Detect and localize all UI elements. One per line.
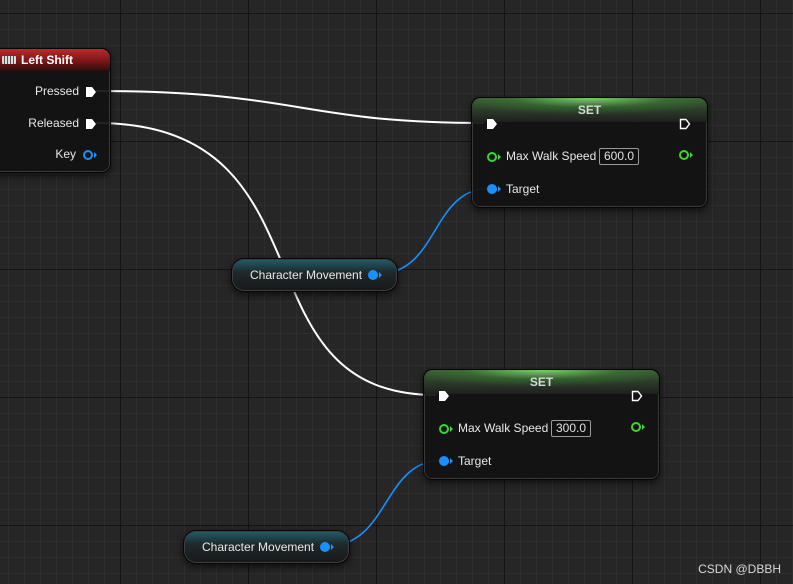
max-walk-speed-value-input[interactable]: 300.0 xyxy=(551,420,592,437)
set-max-walk-speed-node-600[interactable]: SET Max Walk Speed 600.0 Target xyxy=(471,97,708,208)
set-exec-output-pin[interactable] xyxy=(631,390,643,402)
pressed-pin-label: Pressed xyxy=(34,84,79,98)
target-pin-arrow xyxy=(450,458,453,464)
character-movement-pin-arrow xyxy=(379,272,382,278)
set-exec-input-pin[interactable] xyxy=(438,390,450,402)
max-walk-speed-input-pin[interactable] xyxy=(487,152,497,162)
target-label: Target xyxy=(458,454,492,468)
set-node-header[interactable]: SET xyxy=(472,98,707,122)
released-exec-pin[interactable] xyxy=(85,118,97,130)
key-pin-label: Key xyxy=(55,147,76,161)
set-exec-output-pin[interactable] xyxy=(679,118,691,130)
character-movement-variable-node[interactable]: Character Movement xyxy=(231,258,398,292)
character-movement-output-pin[interactable] xyxy=(368,270,378,280)
left-shift-event-node[interactable]: Left Shift Pressed Released Key xyxy=(0,48,111,173)
key-pin-arrow xyxy=(94,152,97,158)
event-node-title: Left Shift xyxy=(21,53,73,67)
max-walk-speed-output-pin[interactable] xyxy=(679,150,689,160)
max-walk-speed-input-pin[interactable] xyxy=(439,424,449,434)
max-walk-speed-pin-arrow xyxy=(450,426,453,432)
max-walk-speed-output-arrow xyxy=(642,424,645,430)
character-movement-variable-node[interactable]: Character Movement xyxy=(183,530,350,564)
key-output-pin[interactable] xyxy=(83,150,93,160)
set-node-title: SET xyxy=(577,103,602,117)
max-walk-speed-label: Max Walk Speed xyxy=(506,149,597,163)
keyboard-icon xyxy=(2,56,16,64)
character-movement-pin-arrow xyxy=(331,544,334,550)
max-walk-speed-output-pin[interactable] xyxy=(631,422,641,432)
character-movement-output-pin[interactable] xyxy=(320,542,330,552)
character-movement-label: Character Movement xyxy=(250,268,363,282)
character-movement-label: Character Movement xyxy=(202,540,315,554)
max-walk-speed-pin-arrow xyxy=(498,154,501,160)
set-max-walk-speed-node-300[interactable]: SET Max Walk Speed 300.0 Target xyxy=(423,369,660,480)
set-node-title: SET xyxy=(529,375,554,389)
set-exec-input-pin[interactable] xyxy=(486,118,498,130)
target-label: Target xyxy=(506,182,540,196)
max-walk-speed-output-arrow xyxy=(690,152,693,158)
watermark: CSDN @DBBH xyxy=(698,562,781,576)
released-pin-label: Released xyxy=(28,116,79,130)
pressed-exec-pin[interactable] xyxy=(85,86,97,98)
exec-wire-pressed-to-set xyxy=(95,90,485,124)
max-walk-speed-label: Max Walk Speed xyxy=(458,421,549,435)
event-node-header[interactable]: Left Shift xyxy=(0,49,110,71)
target-input-pin[interactable] xyxy=(487,184,497,194)
target-input-pin[interactable] xyxy=(439,456,449,466)
set-node-header[interactable]: SET xyxy=(424,370,659,394)
target-pin-arrow xyxy=(498,186,501,192)
max-walk-speed-value-input[interactable]: 600.0 xyxy=(599,148,640,165)
